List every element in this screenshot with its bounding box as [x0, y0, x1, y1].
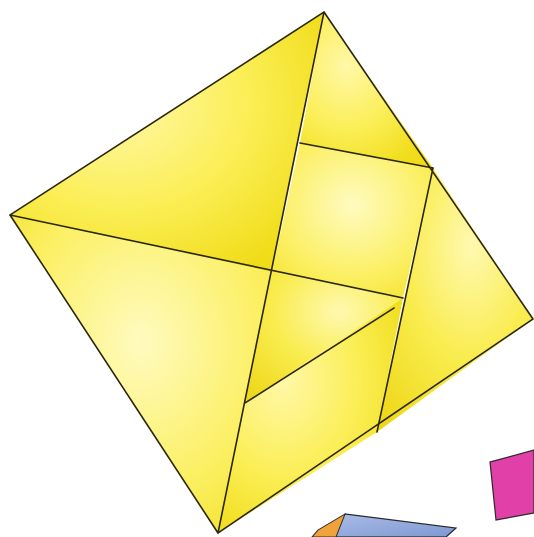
- blue-shape: [326, 514, 456, 537]
- tangram-square: [10, 12, 533, 533]
- magenta-parallelogram: [490, 450, 534, 520]
